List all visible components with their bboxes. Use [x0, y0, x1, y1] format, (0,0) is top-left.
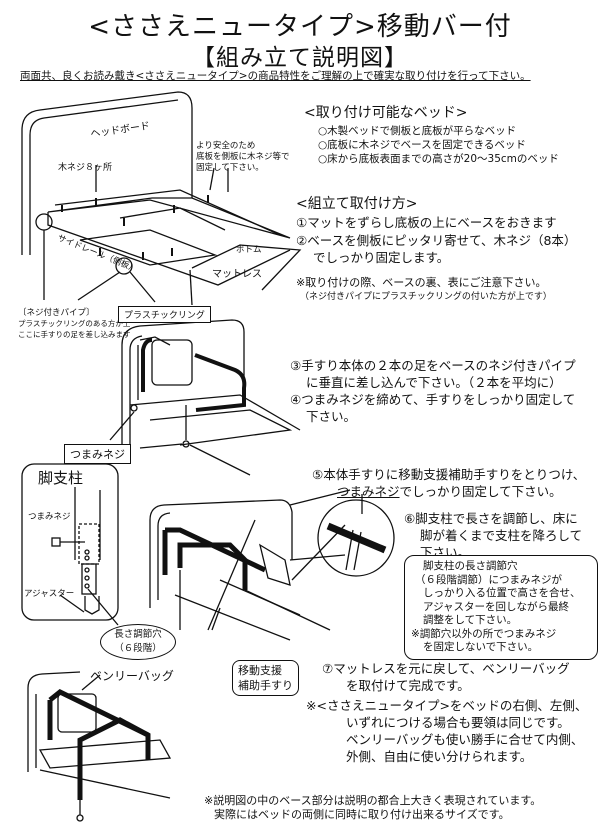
callout-line: を固定しないで下さい。 [423, 641, 539, 653]
figure-benri-bag [27, 671, 172, 822]
compatible-bed-item: ○木製ベッドで側板と底板が平らなベッド [318, 125, 517, 137]
figure-handrail [109, 319, 301, 476]
note-both-sides-cont: いずれにつける場合も要領は同じです。 [346, 715, 570, 730]
label-adjust-hole-2: （６段階） [114, 643, 162, 654]
step-7: ⑦マットレスを元に戻して、ベンリーバッグ [322, 661, 570, 676]
label-pipe-note-1: プラスチックリングのある方が上 [18, 319, 131, 328]
callout-line: （６段階調節）につまみネジが [415, 573, 562, 586]
caution-1: ※取り付けの際、ベースの裏、表にご注意下さい。 [296, 276, 547, 289]
label-wood-screws: 木ネジ８ヶ所 [58, 163, 113, 173]
label-mattress: マットレス [212, 269, 262, 280]
knob-screw-underlined: つまみネジ [337, 484, 400, 499]
label-safety-3: 固定して下さい。 [196, 163, 264, 173]
footer-note-2: 実際にはベッドの両側に同時に取り付け出来るサイズです。 [214, 808, 510, 821]
note-bag: ベンリーバッグも使い勝手に合せて内側、 [346, 732, 584, 747]
mobility-bar-callout: 移動支援 補助手すり [232, 660, 299, 696]
label-leg-post: 脚支柱 [38, 469, 84, 487]
step-5-cont: つまみネジでしっかり固定して下さい。 [337, 483, 562, 500]
figure-leg-post [51, 487, 119, 626]
label-bottom: ボトム [236, 245, 262, 255]
step-4: ④つまみネジを締めて、手すりをしっかり固定して [290, 392, 576, 407]
label-benri-bag: ベンリーバッグ [90, 669, 174, 683]
callout-line: 脚支柱の長さ調節穴 [423, 560, 518, 572]
callout-line: ※調節穴以外の所でつまみネジ [411, 627, 557, 640]
document-subtitle: 【組み立て説明図】 [192, 45, 408, 71]
step-6: ⑥脚支柱で長さを調節し、床に [404, 511, 578, 526]
step-2: ②ベースを側板にピッタリ寄せて、木ネジ（8本） [296, 233, 577, 248]
step-4-cont: 下さい。 [306, 409, 357, 424]
label-safety-2: 底板を側板に木ネジ等で [196, 152, 290, 162]
label-plastic-ring: プラスチックリング [118, 306, 211, 323]
label-pipe-note-2: ここに手すりの足を差し込みます [18, 330, 131, 339]
zoom-circle [317, 499, 395, 577]
footer-note-1: ※説明図の中のベース部分は説明の都合上大きく表現されています。 [204, 794, 542, 807]
label-safety-1: より安全のため [196, 141, 256, 151]
compatible-bed-item: ○床から底板表面までの高さが20～35cmのベッド [318, 153, 559, 165]
adjust-callout: 脚支柱の長さ調節穴 （６段階調節）につまみネジが しっかり入る位置で高さを合せ、… [404, 555, 598, 660]
step-6-cont: 脚が着くまで支柱を降ろして [420, 528, 583, 543]
step-1: ①マットをずらし底板の上にベースをおきます [296, 215, 557, 230]
note-bag-cont: 外側、自由に使い分けられます。 [346, 749, 533, 764]
figure-mobility-bar [149, 489, 395, 641]
compatible-beds-heading: <取り付け可能なベッド> [304, 105, 468, 121]
leg-post-box [21, 463, 119, 621]
intro-text: 両面共、良くお読み戴き<ささえニュータイプ>の商品特性をご理解の上で確実な取り付… [20, 70, 531, 82]
callout-line: アジャスターを回しながら最終 [423, 600, 570, 613]
adjust-hole-ellipse: 長さ調節穴 （６段階） [100, 624, 176, 660]
assembly-heading: <組立て取付け方> [296, 196, 418, 212]
caution-2: （ネジ付きパイプにプラスチックリングの付いた方が上です） [300, 292, 552, 302]
document-title: <ささえニュータイプ>移動バー付 [88, 12, 512, 42]
callout-line: 調整をして下さい。 [423, 614, 518, 626]
figure-bed-base [21, 91, 302, 306]
compatible-bed-item: ○底板に木ネジでベースを固定できるベッド [318, 139, 526, 151]
label-mobility-bar-2: 補助手すり [238, 679, 293, 692]
label-knob-screw-2: つまみネジ [28, 512, 71, 522]
callout-line: しっかり入る位置で高さを合せ、 [423, 587, 581, 599]
step-5: ⑤本体手すりに移動支援補助手すりをとりつけ、 [312, 467, 586, 482]
step-3-cont: に垂直に差し込んで下さい。（２本を平均に） [306, 375, 562, 390]
label-threaded-pipe: 〔ネジ付きパイプ〕 [18, 308, 95, 318]
step-2-cont: でしっかり固定します。 [313, 250, 450, 265]
label-mobility-bar-1: 移動支援 [238, 664, 282, 677]
label-adjuster: アジャスター [24, 589, 75, 599]
step-5-tail: でしっかり固定して下さい。 [399, 484, 562, 499]
note-both-sides: ※<ささえニュータイプ>をベッドの右側、左側、 [306, 698, 588, 713]
label-adjust-hole-1: 長さ調節穴 [114, 629, 162, 640]
step-3: ③手すり本体の２本の足をベースのネジ付きパイプ [290, 358, 576, 373]
label-knob-screw: つまみネジ [64, 444, 131, 464]
step-7-cont: を取付けて完成です。 [346, 678, 470, 693]
